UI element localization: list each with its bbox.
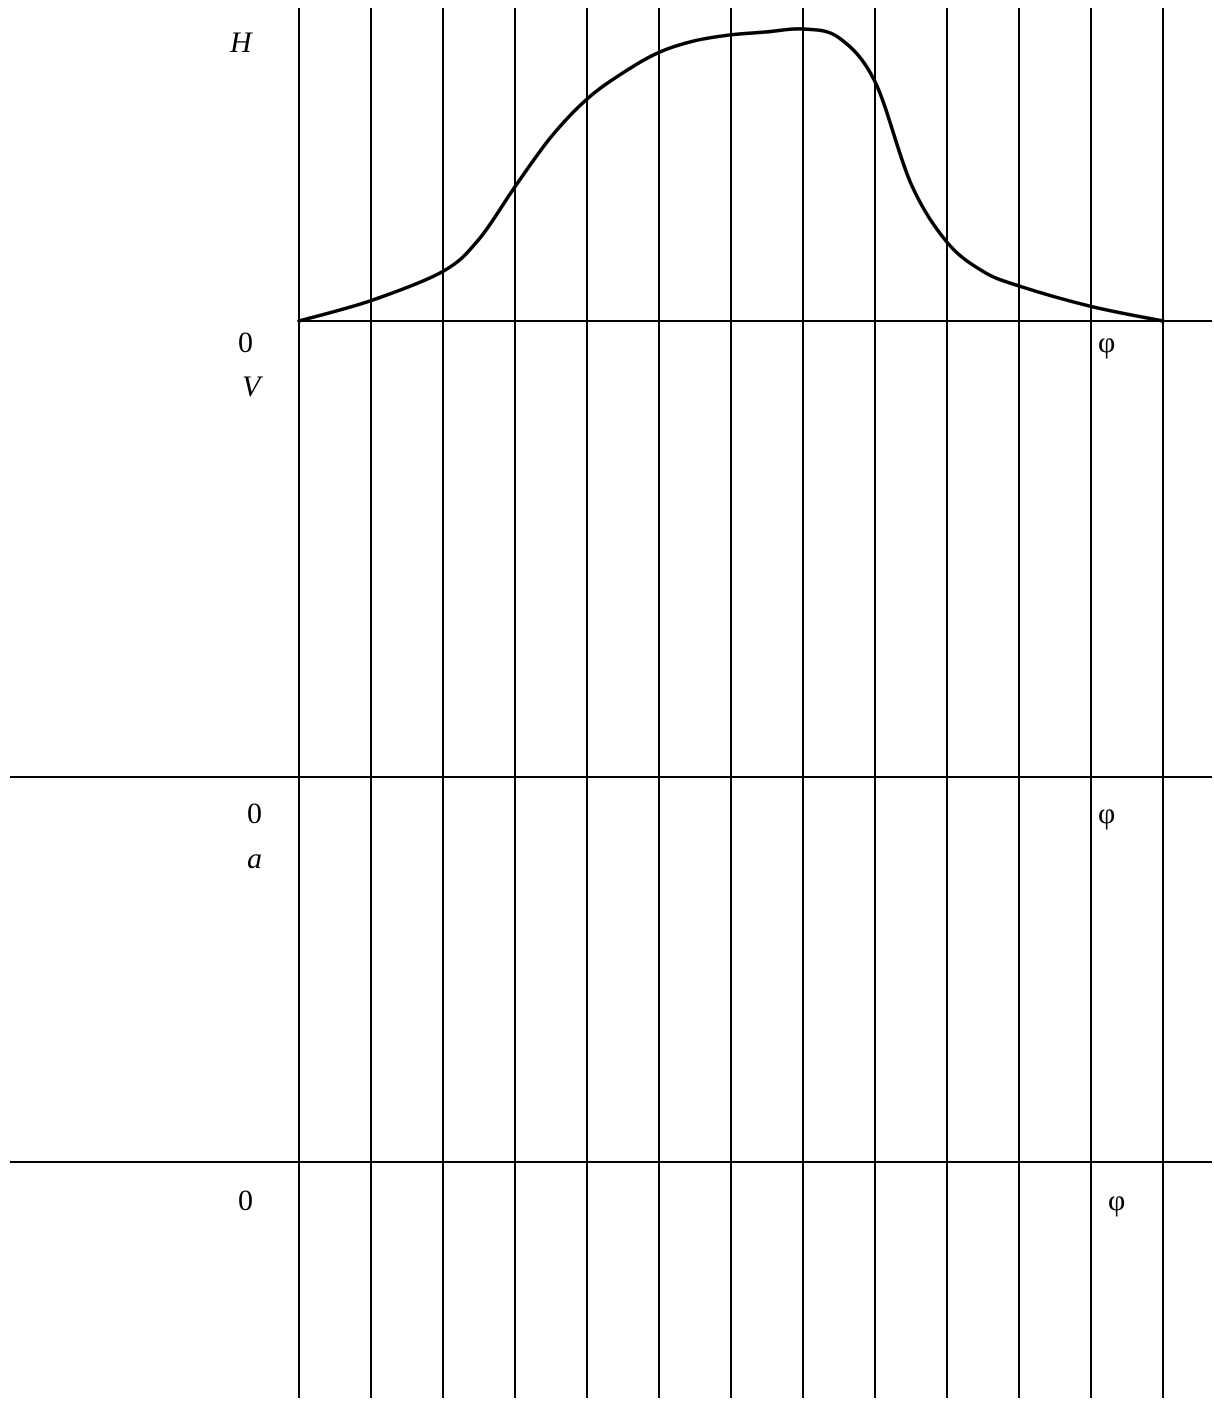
curve-panel-0-series-0 (297, 27, 1165, 323)
ylabel-h: H (229, 26, 254, 59)
ylabel-a: a (247, 842, 262, 875)
baselines (10, 320, 1212, 1163)
xlabel-phi-a: φ (1108, 1184, 1125, 1217)
origin-label-a: 0 (238, 1184, 253, 1217)
vertical-grid (298, 8, 1164, 1398)
curves (297, 27, 1165, 323)
xlabel-phi-v: φ (1098, 797, 1115, 830)
xlabel-phi-h: φ (1098, 326, 1115, 359)
ylabel-v: V (242, 370, 264, 403)
origin-label-h: 0 (238, 326, 253, 359)
origin-label-v: 0 (247, 797, 262, 830)
